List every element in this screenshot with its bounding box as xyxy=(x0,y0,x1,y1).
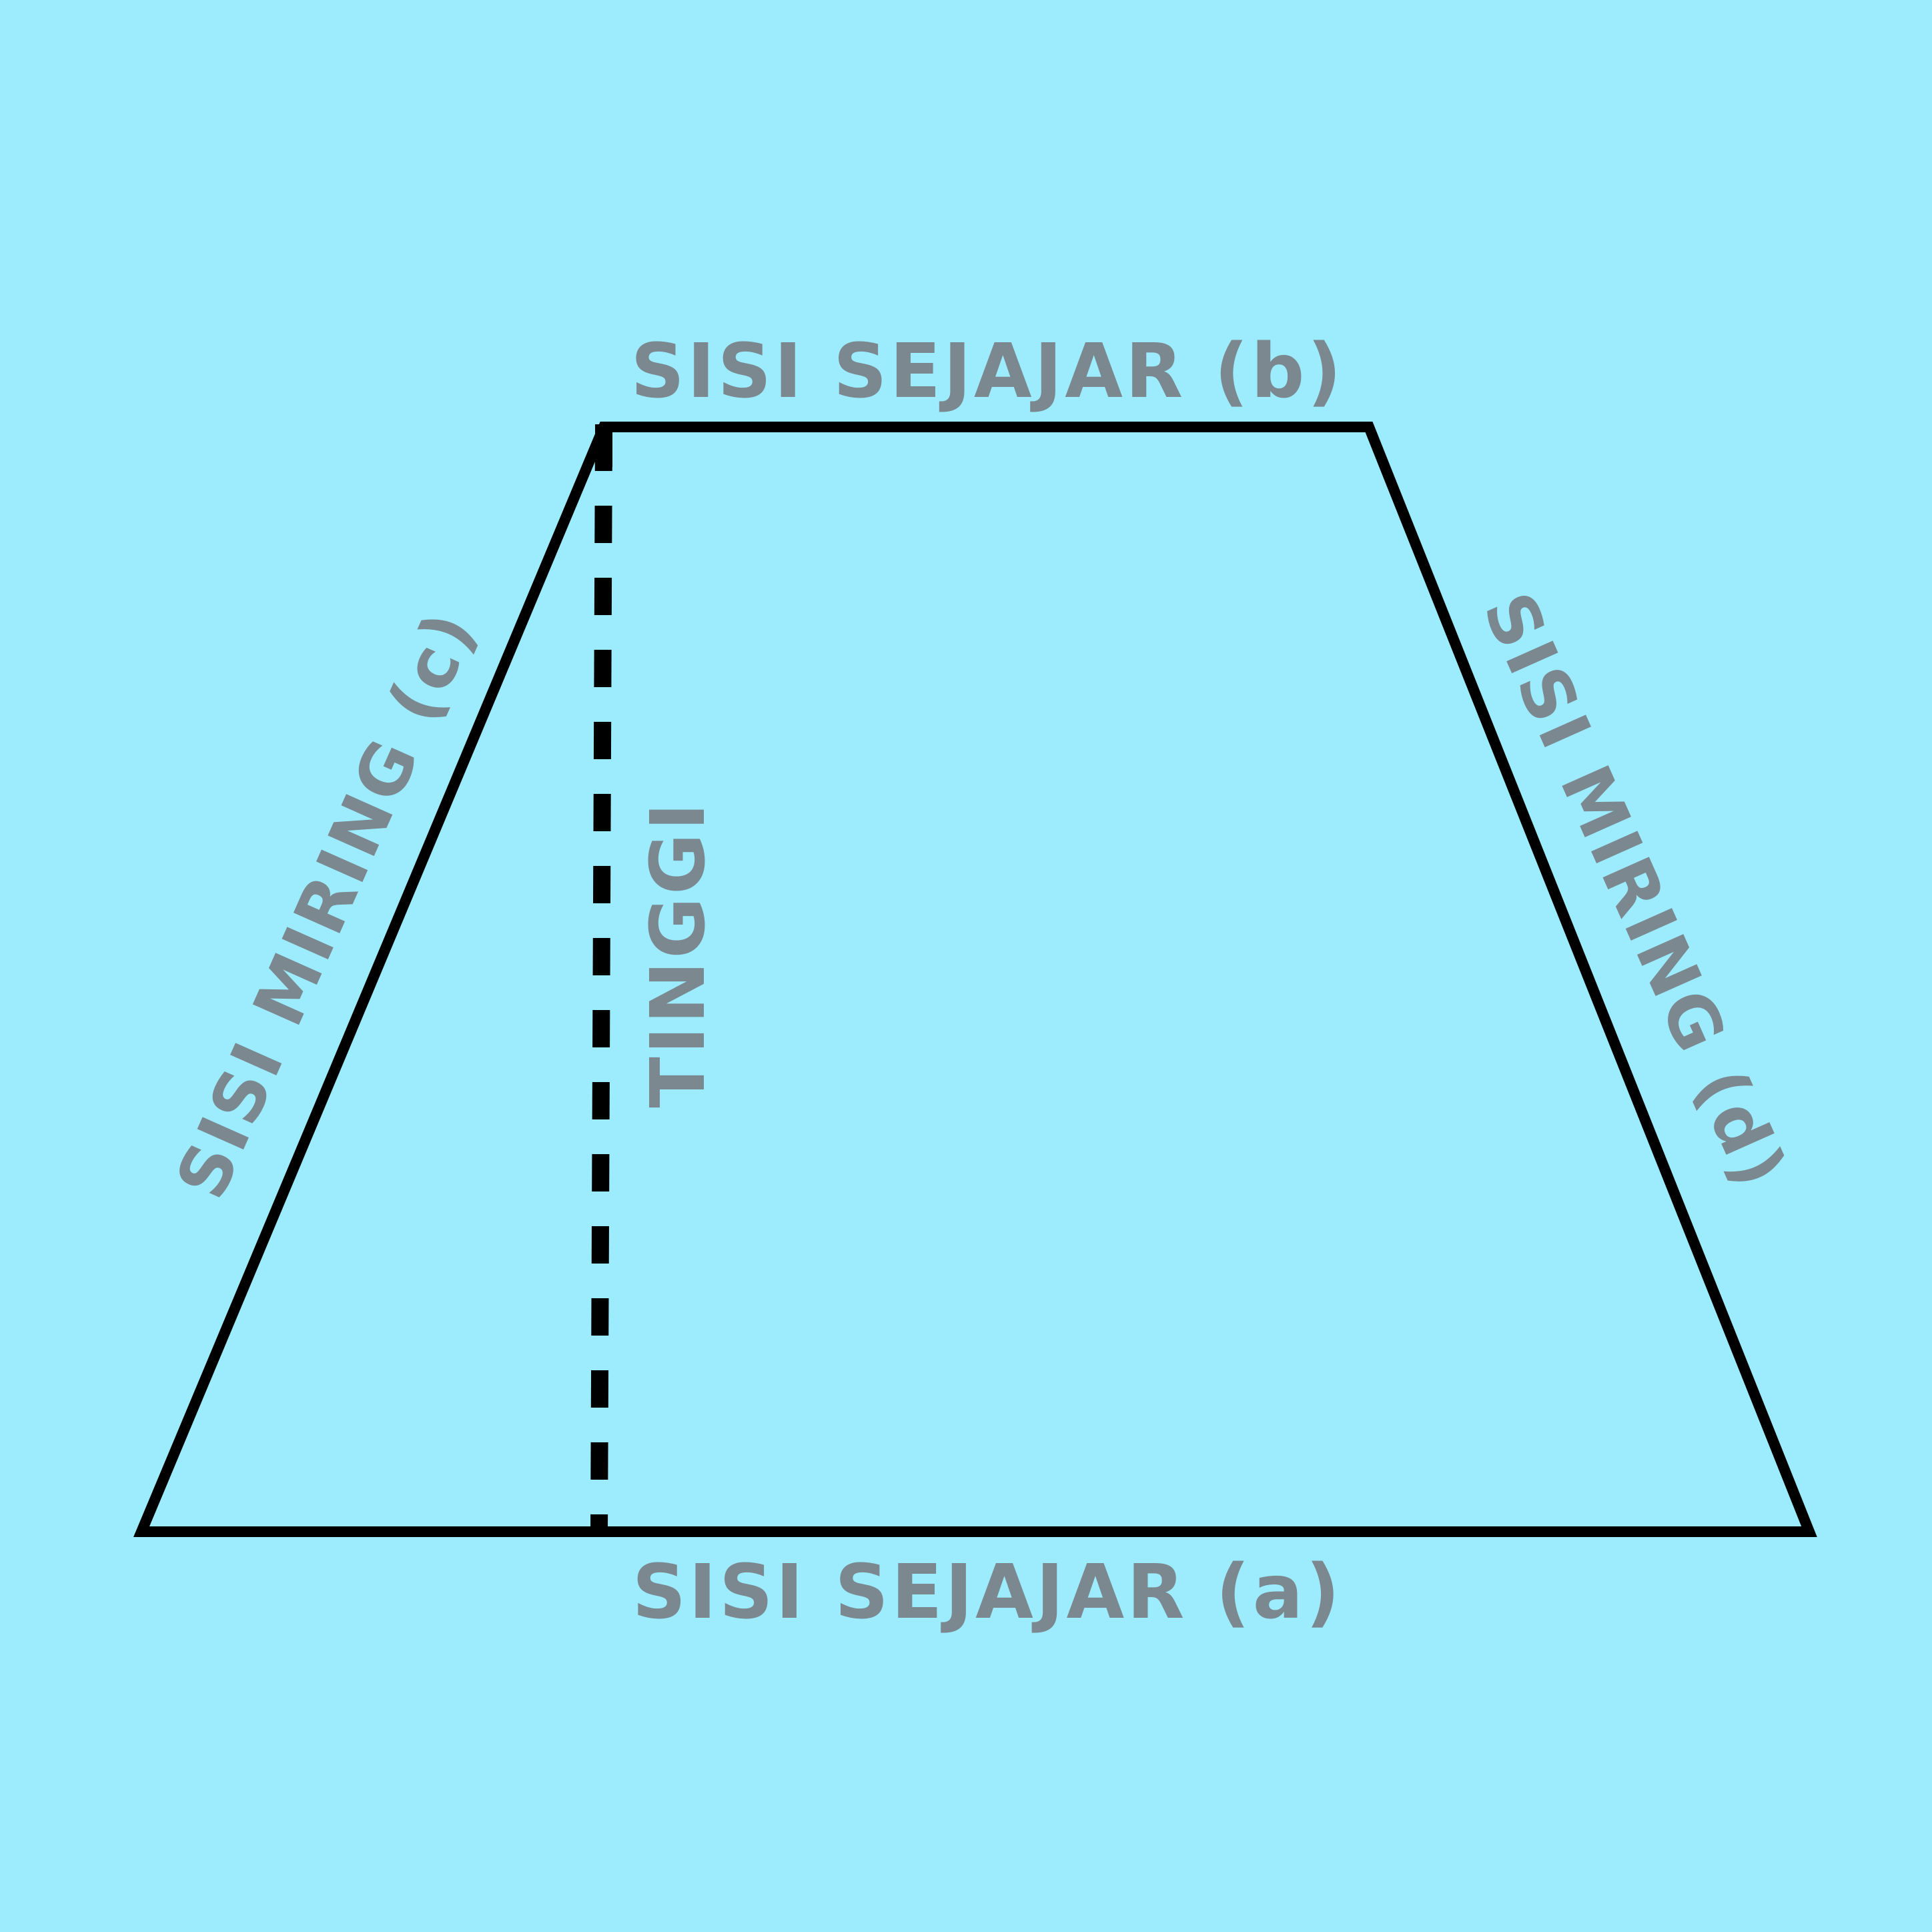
trapezoid-outline xyxy=(133,422,1817,1537)
height-dashed-line xyxy=(590,433,612,1535)
bottom-side-label: SISI SEJAJAR (a) xyxy=(632,1549,1343,1636)
top-side-label: SISI SEJAJAR (b) xyxy=(630,328,1344,415)
left-side-label: SISI MIRING (c) xyxy=(160,598,492,1210)
height-label: TINGGI xyxy=(635,800,722,1107)
